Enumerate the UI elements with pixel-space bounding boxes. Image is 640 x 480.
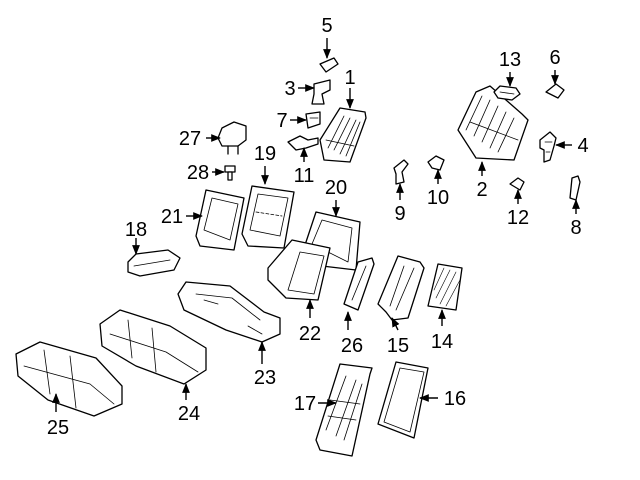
callout-5: 5 — [321, 15, 333, 59]
part-6-cover-drawing — [545, 83, 565, 99]
callout-label-27: 27 — [179, 128, 201, 150]
callout-28: 28 — [187, 162, 225, 184]
callout-9: 9 — [394, 183, 406, 225]
callout-label-20: 20 — [325, 177, 347, 199]
callout-label-3: 3 — [284, 78, 295, 100]
part-17-rear-panel-drawing — [315, 363, 373, 457]
callout-label-24: 24 — [178, 403, 200, 425]
callout-label-22: 22 — [299, 323, 321, 345]
callout-27: 27 — [179, 128, 221, 150]
part-24-seat-cushion-drawing — [99, 309, 207, 385]
callout-label-19: 19 — [254, 143, 276, 165]
part-2-backrest-frame-drawing — [457, 85, 529, 161]
part-21-backrest-cushion-drawing — [195, 189, 245, 251]
callout-label-9: 9 — [394, 203, 405, 225]
callout-21: 21 — [161, 206, 203, 228]
callout-3: 3 — [284, 78, 315, 100]
callout-19: 19 — [254, 143, 276, 185]
callout-label-18: 18 — [125, 219, 147, 241]
callout-15: 15 — [387, 317, 409, 357]
part-13-latch-handle-drawing — [493, 85, 521, 101]
part-19-backrest-cushion-drawing — [241, 185, 295, 249]
callout-4: 4 — [555, 135, 589, 157]
callout-13: 13 — [499, 49, 521, 87]
part-25-seat-cushion-drawing — [15, 341, 123, 417]
callout-label-4: 4 — [577, 135, 588, 157]
callout-24: 24 — [178, 383, 200, 425]
part-23-seat-base-drawing — [177, 281, 281, 343]
callout-label-23: 23 — [254, 367, 276, 389]
part-16-rear-panel-drawing — [377, 361, 429, 439]
callout-18: 18 — [125, 219, 147, 255]
callout-label-12: 12 — [507, 207, 529, 229]
part-4-hinge-bracket-drawing — [539, 131, 557, 163]
callout-label-8: 8 — [570, 217, 581, 239]
part-3-latch-bracket-drawing — [311, 79, 331, 105]
part-14-back-panel-drawing — [427, 263, 463, 311]
callout-label-13: 13 — [499, 49, 521, 71]
callout-label-14: 14 — [431, 331, 453, 353]
callout-label-7: 7 — [276, 110, 287, 132]
part-27-headrest-drawing — [217, 121, 247, 155]
part-22-backrest-cushion-drawing — [267, 239, 331, 301]
callout-label-2: 2 — [476, 179, 487, 201]
part-26-side-trim-drawing — [343, 257, 375, 311]
callout-7: 7 — [276, 110, 307, 132]
callout-label-10: 10 — [427, 187, 449, 209]
callout-12: 12 — [507, 189, 529, 229]
callout-26: 26 — [341, 311, 363, 357]
callout-22: 22 — [299, 299, 321, 345]
callout-label-5: 5 — [321, 15, 332, 37]
part-28-guide-sleeve-drawing — [224, 165, 236, 181]
callout-label-6: 6 — [549, 47, 560, 69]
callout-label-1: 1 — [344, 67, 355, 89]
callout-6: 6 — [549, 47, 561, 85]
callout-23: 23 — [254, 341, 276, 389]
callout-10: 10 — [427, 169, 449, 209]
part-18-armrest-drawing — [127, 249, 181, 277]
callout-8: 8 — [570, 199, 582, 239]
part-9-strap-bracket-drawing — [393, 159, 409, 185]
callout-label-16: 16 — [444, 388, 466, 410]
part-15-back-trim-drawing — [377, 255, 425, 321]
callout-label-15: 15 — [387, 335, 409, 357]
callout-label-26: 26 — [341, 335, 363, 357]
part-1-backrest-frame-drawing — [319, 107, 367, 163]
part-12-small-bracket-drawing — [509, 177, 525, 191]
callout-label-11: 11 — [294, 165, 315, 187]
callout-1: 1 — [344, 67, 356, 109]
callout-20: 20 — [325, 177, 347, 217]
callout-2: 2 — [476, 161, 488, 201]
part-5-cover-cap-drawing — [319, 57, 339, 73]
callout-17: 17 — [294, 393, 337, 415]
callout-14: 14 — [431, 309, 453, 353]
part-7-release-lever-drawing — [305, 111, 321, 129]
part-8-side-bracket-drawing — [569, 175, 581, 201]
callout-label-25: 25 — [47, 417, 69, 439]
callout-16: 16 — [419, 388, 466, 410]
callout-25: 25 — [47, 393, 69, 439]
callout-label-28: 28 — [187, 162, 209, 184]
part-11-lever-rod-drawing — [287, 135, 319, 151]
part-10-clip-drawing — [427, 155, 445, 171]
callout-11: 11 — [294, 147, 315, 187]
callout-label-17: 17 — [294, 393, 316, 415]
callout-label-21: 21 — [161, 206, 183, 228]
